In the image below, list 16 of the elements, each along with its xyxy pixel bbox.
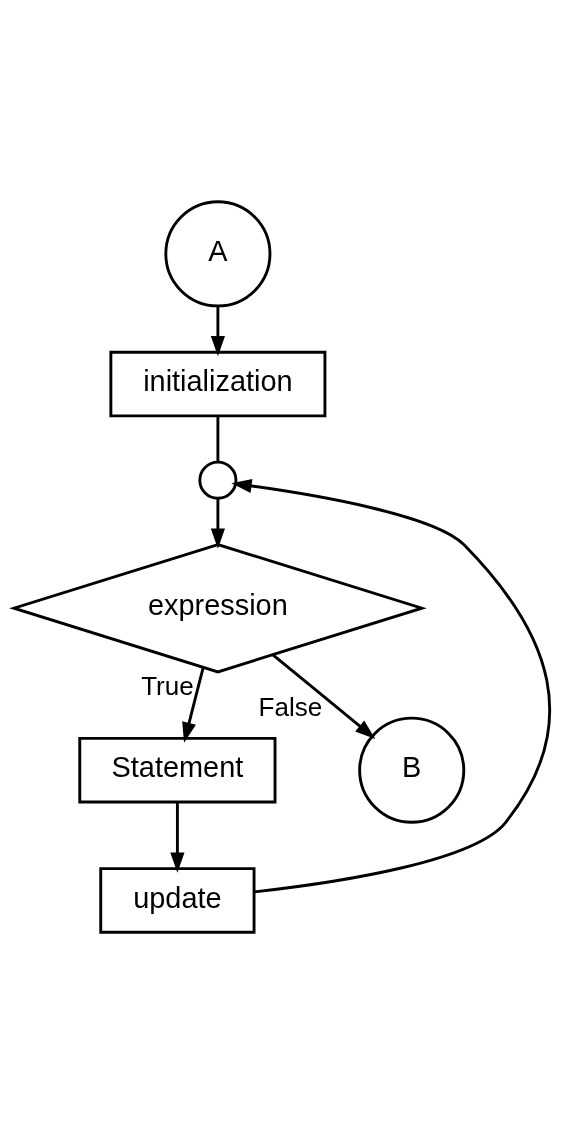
connector bbox=[216, 415, 220, 462]
arrow bbox=[210, 305, 225, 356]
arrow bbox=[210, 498, 225, 549]
edge-label: False bbox=[258, 691, 323, 722]
node-circle bbox=[198, 460, 238, 500]
arrow bbox=[272, 653, 376, 739]
arrow bbox=[170, 801, 185, 873]
node-circle: B bbox=[358, 716, 466, 824]
node-box: update bbox=[99, 866, 256, 934]
arrow bbox=[231, 478, 551, 893]
node-box: Statement bbox=[78, 736, 277, 803]
edge-label: True bbox=[141, 670, 194, 701]
node-diamond: expression bbox=[9, 542, 427, 673]
arrow bbox=[182, 666, 205, 743]
node-circle: A bbox=[164, 199, 272, 307]
node-box: initialization bbox=[109, 350, 327, 417]
